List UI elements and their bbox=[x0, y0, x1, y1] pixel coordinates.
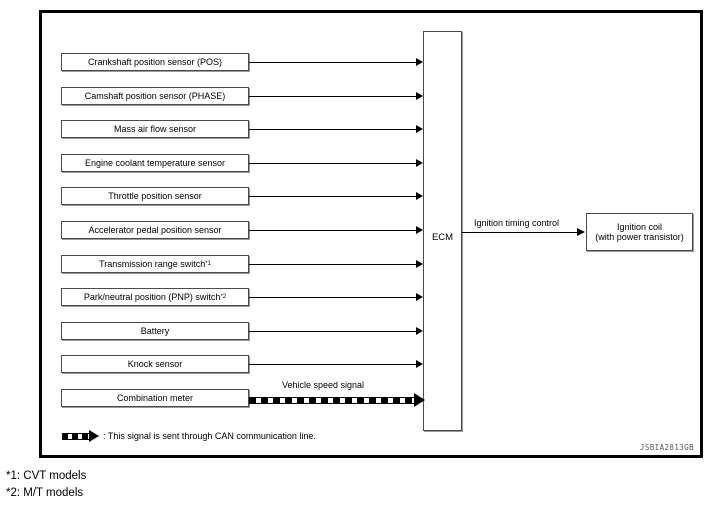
wire-arrow-icon bbox=[416, 159, 423, 167]
wire-arrow-icon bbox=[416, 260, 423, 268]
sensor-label: Accelerator pedal position sensor bbox=[88, 224, 222, 235]
sensor-box: Accelerator pedal position sensor bbox=[61, 221, 249, 239]
sensor-label: Knock sensor bbox=[127, 358, 183, 369]
can-arrow-icon bbox=[414, 393, 425, 407]
wire-arrow-icon bbox=[416, 125, 423, 133]
sensor-footnote-marker: *2 bbox=[220, 294, 227, 300]
sensor-label: Combination meter bbox=[116, 392, 194, 403]
sensor-label: Battery bbox=[140, 325, 170, 336]
signal-wire bbox=[249, 364, 417, 365]
wire-arrow-icon bbox=[416, 226, 423, 234]
signal-wire bbox=[249, 129, 417, 130]
sensor-box: Combination meter bbox=[61, 389, 249, 407]
signal-wire bbox=[249, 331, 417, 332]
diagram-frame: ECM Crankshaft position sensor (POS) Cams… bbox=[39, 10, 703, 458]
ignition-timing-control-label: Ignition timing control bbox=[474, 218, 560, 228]
ignition-timing-wire bbox=[462, 232, 578, 233]
can-arrowhead-icon bbox=[89, 429, 99, 442]
ignition-coil-line-2: (with power transistor) bbox=[595, 232, 684, 242]
sensor-footnote-marker: *1 bbox=[205, 261, 211, 267]
sensor-box: Throttle position sensor bbox=[61, 187, 249, 205]
sensor-box: Park/neutral position (PNP) switch*2 bbox=[61, 288, 249, 306]
sensor-label: Mass air flow sensor bbox=[113, 123, 197, 134]
signal-wire bbox=[249, 196, 417, 197]
legend-text: : This signal is sent through CAN commun… bbox=[103, 431, 316, 441]
signal-wire bbox=[249, 96, 417, 97]
ignition-coil-box: Ignition coil (with power transistor) bbox=[586, 213, 693, 251]
signal-wire bbox=[249, 230, 417, 231]
figure-id-code: JSBIA2813GB bbox=[639, 443, 694, 452]
ignition-timing-arrow-icon bbox=[577, 228, 585, 236]
vehicle-speed-signal-label: Vehicle speed signal bbox=[282, 380, 365, 390]
signal-wire bbox=[249, 163, 417, 164]
sensor-box: Camshaft position sensor (PHASE) bbox=[61, 87, 249, 105]
signal-wire bbox=[249, 264, 417, 265]
can-dash-icon bbox=[62, 432, 91, 440]
sensor-box: Knock sensor bbox=[61, 355, 249, 373]
legend: : This signal is sent through CAN commun… bbox=[62, 429, 316, 442]
footnotes: *1: CVT models *2: M/T models bbox=[6, 468, 86, 501]
sensor-box: Crankshaft position sensor (POS) bbox=[61, 53, 249, 71]
sensor-box: Battery bbox=[61, 322, 249, 340]
wire-arrow-icon bbox=[416, 327, 423, 335]
ecm-box bbox=[423, 31, 462, 431]
ecm-label: ECM bbox=[431, 232, 454, 243]
ignition-coil-line-1: Ignition coil bbox=[616, 221, 663, 232]
sensor-label: Camshaft position sensor (PHASE) bbox=[84, 90, 226, 101]
sensor-box: Mass air flow sensor bbox=[61, 120, 249, 138]
wire-arrow-icon bbox=[416, 293, 423, 301]
sensor-box: Transmission range switch*1 bbox=[61, 255, 249, 273]
sensor-label: Crankshaft position sensor (POS) bbox=[87, 56, 223, 67]
footnote-1: *1: CVT models bbox=[6, 470, 87, 482]
sensor-label: Engine coolant temperature sensor bbox=[84, 157, 226, 168]
signal-wire bbox=[249, 297, 417, 298]
sensor-label: Throttle position sensor bbox=[108, 190, 202, 201]
footnote-2: *2: M/T models bbox=[6, 486, 84, 499]
wire-arrow-icon bbox=[416, 192, 423, 200]
sensor-box: Engine coolant temperature sensor bbox=[61, 154, 249, 172]
wire-arrow-icon bbox=[416, 58, 423, 66]
sensor-label: Transmission range switch bbox=[99, 258, 206, 269]
can-line-legend-icon bbox=[62, 429, 102, 442]
sensor-label: Park/neutral position (PNP) switch bbox=[83, 291, 221, 302]
wire-arrow-icon bbox=[416, 92, 423, 100]
signal-wire bbox=[249, 62, 417, 63]
wire-arrow-icon bbox=[416, 360, 423, 368]
can-communication-line bbox=[249, 397, 416, 404]
